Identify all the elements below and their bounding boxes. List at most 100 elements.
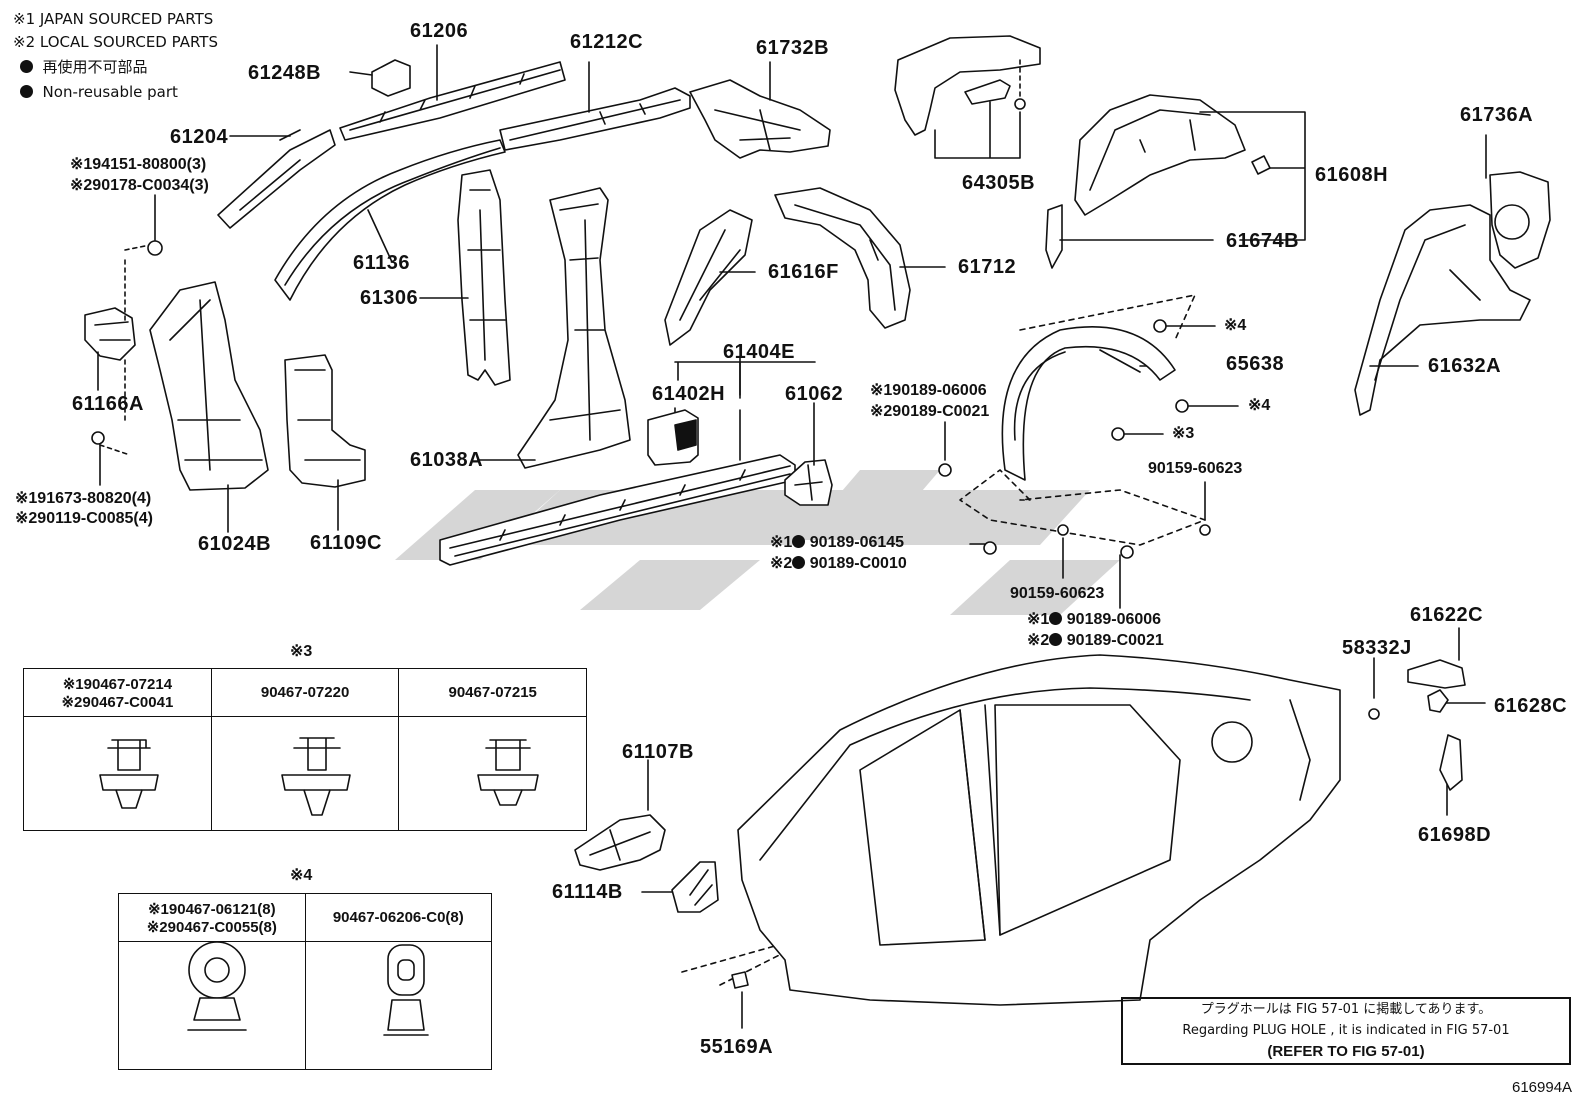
part-label-55169a: 55169A — [700, 1036, 774, 1058]
part-label-90189-06006-b: ※1 90189-06006 — [1027, 611, 1162, 628]
part-label-61206: 61206 — [410, 20, 469, 42]
part-label-61166a: 61166A — [72, 393, 144, 415]
note-ref: (REFER TO FIG 57-01) — [1267, 1043, 1425, 1060]
part-61204-shape — [217, 129, 336, 229]
reference-note-box: プラグホールは FIG 57-01 に掲載してあります。 Regarding P… — [1121, 997, 1571, 1065]
part-61306-shape — [457, 169, 511, 386]
part-label-61628c: 61628C — [1494, 695, 1568, 717]
part-label-90189-06006-a: ※190189-06006 — [870, 382, 987, 399]
legend-japan-sourced: ※1 JAPAN SOURCED PARTS — [13, 10, 214, 28]
mark-3: ※3 — [1172, 425, 1195, 442]
filled-dot-icon — [20, 85, 33, 98]
part-55169a-shape — [731, 971, 749, 989]
part-label-61204: 61204 — [170, 126, 229, 148]
part-label-90189-06145: ※1 90189-06145 — [770, 534, 905, 551]
part-61732b-shape — [689, 79, 831, 159]
part-label-61674b: 61674B — [1226, 230, 1300, 252]
part-61107b-shape — [574, 814, 666, 871]
part-65638-shape — [1001, 326, 1176, 481]
part-61248b-shape — [371, 59, 411, 97]
part-64305b-shape — [894, 35, 1041, 159]
part-label-61732b: 61732B — [756, 37, 830, 59]
watermark — [395, 470, 1120, 615]
filled-dot-icon — [792, 535, 806, 548]
part-61632a-shape — [1354, 204, 1531, 416]
part-61114b-shape — [671, 861, 719, 913]
part-label-61306: 61306 — [360, 287, 419, 309]
clip-table-3: ※190467-07214※290467-C0041 90467-07220 9… — [23, 668, 587, 831]
table3-title: ※3 — [290, 643, 313, 660]
part-label-61712: 61712 — [958, 256, 1017, 278]
filled-dot-icon — [1049, 633, 1063, 646]
part-label-61109c: 61109C — [310, 532, 382, 554]
table3-header-1: ※190467-07214※290467-C0041 — [23, 668, 212, 717]
note-en: Regarding PLUG HOLE , it is indicated in… — [1182, 1023, 1510, 1038]
part-label-65638: 65638 — [1226, 353, 1285, 375]
part-label-61062: 61062 — [785, 383, 844, 405]
filled-dot-icon — [792, 556, 806, 569]
table3-cell-2 — [210, 716, 400, 831]
part-label-61136: 61136 — [353, 252, 411, 274]
part-label-94151: ※194151-80800(3) — [70, 156, 207, 173]
part-61062-shape — [784, 459, 833, 506]
part-61736a-shape — [1489, 171, 1551, 269]
part-61608h-shape — [1074, 94, 1271, 216]
part-61628c-shape — [1427, 689, 1449, 713]
table4-header-2: 90467-06206-C0(8) — [304, 893, 493, 942]
body-side-outer — [737, 654, 1341, 1006]
part-label-61024b: 61024B — [198, 533, 272, 555]
part-61402h-shape — [647, 409, 699, 466]
legend-nonreusable-jp: 再使用不可部品 — [20, 60, 148, 75]
part-label-61248b: 61248B — [248, 62, 322, 84]
part-61109c-shape — [284, 354, 366, 488]
part-61674b-shape — [1045, 204, 1063, 269]
part-61616f-shape — [664, 209, 753, 346]
mark-4a: ※4 — [1224, 317, 1247, 334]
part-label-90159-60623-a: 90159-60623 — [1148, 460, 1243, 477]
part-61024b-shape — [149, 281, 269, 491]
part-label-61212c: 61212C — [570, 31, 644, 53]
figure-id: 616994A — [1512, 1079, 1573, 1096]
table3-header-3: 90467-07215 — [398, 668, 587, 717]
legend-nonreusable-en: Non-reusable part — [20, 85, 178, 100]
part-label-90159-60623-b: 90159-60623 — [1010, 585, 1105, 602]
fasteners — [91, 240, 1380, 720]
part-label-90189-c0021-a: ※290189-C0021 — [870, 403, 990, 420]
note-jp: プラグホールは FIG 57-01 に掲載してあります。 — [1200, 1002, 1492, 1017]
part-61622c-shape — [1407, 659, 1466, 689]
part-label-90189-c0021-b: ※2 90189-C0021 — [1027, 632, 1164, 649]
table3-cell-1 — [23, 716, 212, 831]
legend-local-sourced: ※2 LOCAL SOURCED PARTS — [13, 33, 218, 51]
part-label-61698d: 61698D — [1418, 824, 1492, 846]
part-label-90119: ※290119-C0085(4) — [15, 510, 153, 527]
part-label-61402h: 61402H — [652, 383, 726, 405]
part-label-61632a: 61632A — [1428, 355, 1502, 377]
part-label-61107b: 61107B — [622, 741, 694, 763]
table4-cell-1 — [118, 941, 306, 1070]
part-61166a-shape — [84, 307, 136, 361]
clip-table-4: ※190467-06121(8)※290467-C0055(8) 90467-0… — [118, 893, 493, 1070]
table4-cell-2 — [304, 941, 493, 1070]
part-61712-shape — [774, 187, 911, 329]
table4-header-1: ※190467-06121(8)※290467-C0055(8) — [118, 893, 306, 942]
part-label-61404e: 61404E — [723, 341, 795, 363]
table3-header-2: 90467-07220 — [210, 668, 400, 717]
part-61212c-shape — [499, 87, 691, 151]
part-61698d-shape — [1439, 734, 1463, 791]
table4-title: ※4 — [290, 867, 313, 884]
part-label-64305b: 64305B — [962, 172, 1036, 194]
part-label-61736a: 61736A — [1460, 104, 1534, 126]
part-label-61622c: 61622C — [1410, 604, 1484, 626]
part-label-61616f: 61616F — [768, 261, 839, 283]
part-61206-shape — [339, 61, 566, 141]
part-label-91673: ※191673-80820(4) — [15, 490, 152, 507]
table3-cell-3 — [398, 716, 587, 831]
part-label-58332j: 58332J — [1342, 637, 1412, 659]
part-61136-shape — [274, 139, 506, 301]
part-61038a-shape — [517, 187, 631, 469]
filled-dot-icon — [1049, 612, 1063, 625]
part-label-90178: ※290178-C0034(3) — [70, 177, 209, 194]
filled-dot-icon — [20, 60, 33, 73]
part-label-61608h: 61608H — [1315, 164, 1389, 186]
